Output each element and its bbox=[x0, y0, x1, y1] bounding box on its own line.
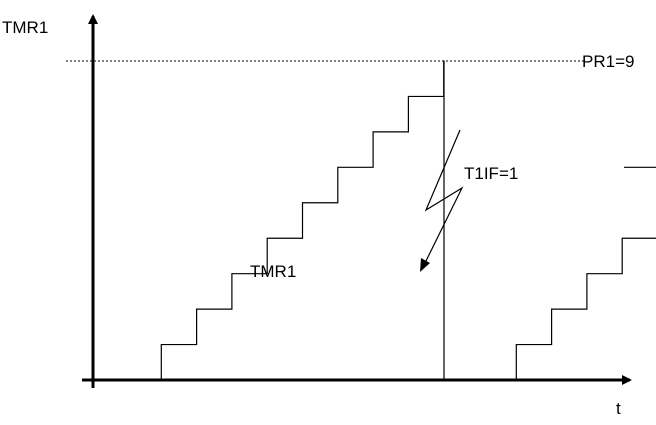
timer-count-ramp-1 bbox=[126, 60, 445, 381]
curve-label: TMR1 bbox=[250, 262, 296, 281]
interrupt-flag-label: T1IF=1 bbox=[464, 164, 518, 183]
x-axis-label: t bbox=[616, 399, 621, 418]
interrupt-lightning-arrow bbox=[423, 129, 464, 266]
timer-count-ramp-2 bbox=[481, 166, 656, 381]
period-label: PR1=9 bbox=[582, 52, 634, 71]
y-axis-label: TMR1 bbox=[2, 18, 48, 37]
lightning-arrowhead bbox=[420, 258, 430, 272]
